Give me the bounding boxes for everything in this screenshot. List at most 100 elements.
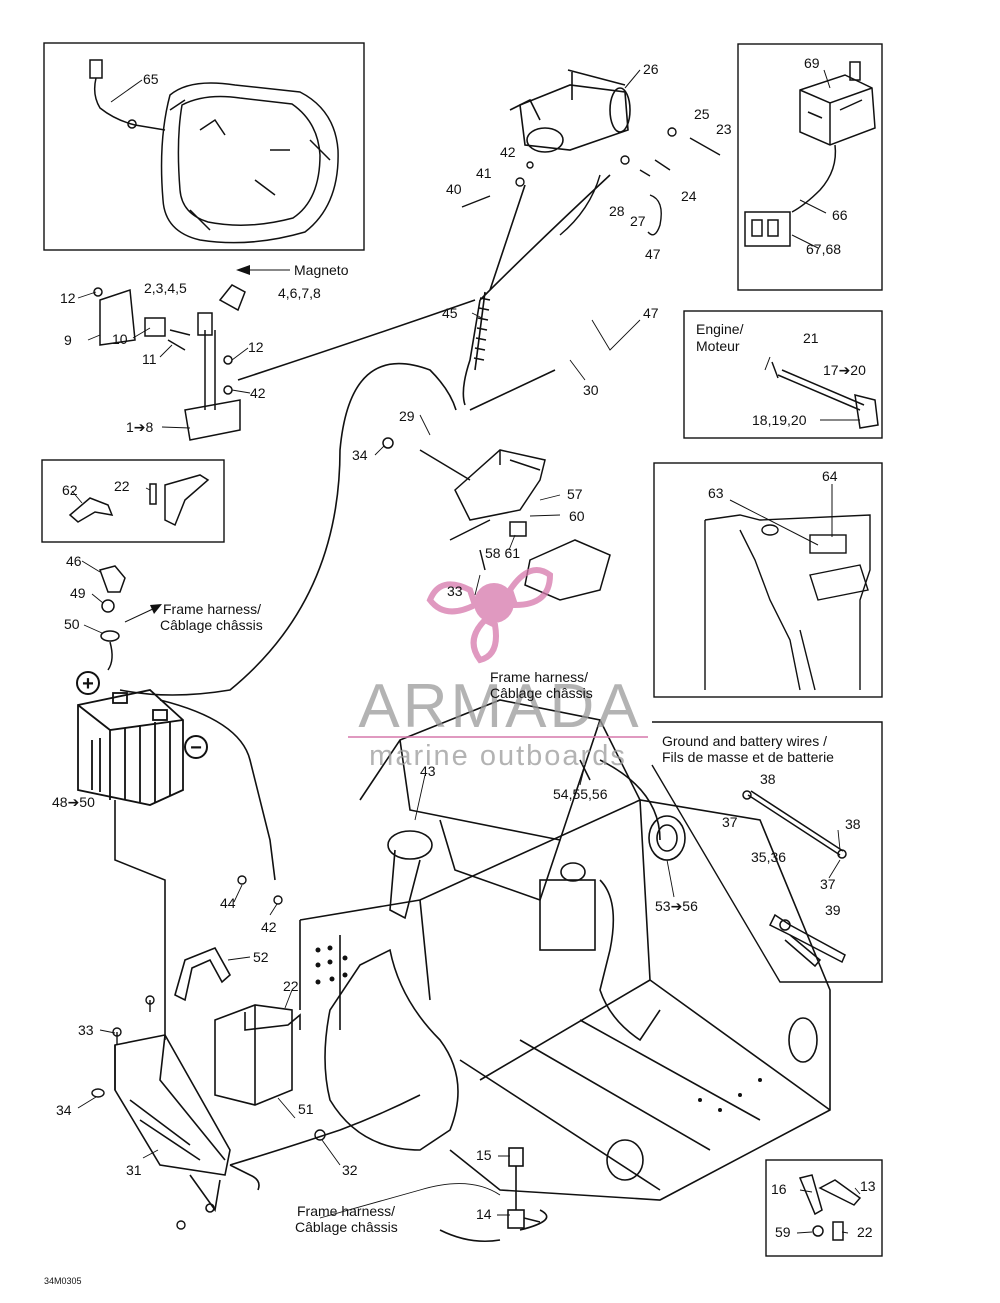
note-frame-harness-2b: Câblage châssis [490,685,593,701]
callout-57: 57 [567,486,583,502]
callout-30: 30 [583,382,599,398]
callout-43: 43 [420,763,436,779]
callout-42b: 42 [250,385,266,401]
inset-frame-tank [653,462,883,698]
callout-25: 25 [694,106,710,122]
callout-66: 66 [832,207,848,223]
note-frame-harness-2a: Câblage châssis [160,617,263,633]
callout-38a: 38 [760,771,776,787]
callout-40: 40 [446,181,462,197]
callout-51: 51 [298,1101,314,1117]
note-ground-1: Ground and battery wires / [662,733,827,749]
clip-62 [68,497,114,523]
callout-52: 52 [253,949,269,965]
callout-35-36: 35,36 [751,849,786,865]
callout-29: 29 [399,408,415,424]
spring-45 [473,291,491,371]
chassis-frame [299,699,831,1201]
callout-15: 15 [476,1147,492,1163]
callout-47b: 47 [643,305,659,321]
starter-motor-26 [509,69,631,153]
solenoid-bracket [93,284,246,441]
callout-17-20: 17➔20 [823,362,866,378]
callout-23: 23 [716,121,732,137]
callout-14: 14 [476,1206,492,1222]
callout-49: 49 [70,585,86,601]
callouts: 65 26 25 23 42 41 40 24 28 27 47 69 66 6… [52,55,876,1240]
callout-34a: 34 [352,447,368,463]
callout-21: 21 [803,330,819,346]
callout-2-3-4-5: 2,3,4,5 [144,280,187,296]
battery-cap-46 [99,565,126,671]
callout-4-6-7-8: 4,6,7,8 [278,285,321,301]
callout-42c: 42 [261,919,277,935]
note-magneto: Magneto [294,262,349,278]
callout-13: 13 [860,1178,876,1194]
callout-33a: 33 [447,583,463,599]
airbox-illustration [160,82,339,244]
note-engine-2: Moteur [696,338,740,354]
svg-text:−: − [190,737,202,759]
rectifier-69 [799,61,876,146]
bracket-57-60 [382,437,611,601]
battery-48-50 [77,689,184,806]
callout-24: 24 [681,188,697,204]
inset-frame-clips [41,459,225,543]
battery-cover-51 [214,1004,301,1106]
callout-38b: 38 [845,816,861,832]
watermark: ARMADA marine outboards [348,567,648,772]
inset-frame-airbox [43,42,365,251]
engine-wire-17-20 [771,361,879,429]
callout-50: 50 [64,616,80,632]
callout-53-56: 53➔56 [655,898,698,914]
callout-37b: 37 [820,876,836,892]
callout-18-19-20: 18,19,20 [752,412,807,428]
callout-11: 11 [142,351,157,367]
callout-42a: 42 [500,144,516,160]
callout-45: 45 [442,305,458,321]
inset-frame-engine-wire [683,310,883,439]
callout-54-55-56: 54,55,56 [553,786,608,802]
ground-wire-35-36 [742,790,847,859]
inset-frame-ties [765,1159,883,1257]
callout-10: 10 [112,331,128,347]
callout-9: 9 [64,332,72,348]
battery-tray-31 [114,1034,260,1213]
battery-negative-terminal: − [184,735,208,759]
battery-positive-terminal: + [76,671,100,695]
note-frame-harness-1a: Frame harness/ [163,601,261,617]
battery-strap-52 [174,946,232,1002]
tool-39 [768,913,846,968]
callout-33b: 33 [78,1022,94,1038]
note-frame-harness-2c: Câblage châssis [295,1219,398,1235]
propeller-icon [426,567,554,664]
inset-frame-rectifier [737,43,883,291]
callout-12b: 12 [248,339,264,355]
note-engine-1: Engine/ [696,321,744,337]
tank-outline [704,514,871,691]
callout-16: 16 [771,1181,787,1197]
callout-34b: 34 [56,1102,72,1118]
callout-63: 63 [708,485,724,501]
callout-41: 41 [476,165,492,181]
wiring-harness [114,174,661,1243]
callout-1-8: 1➔8 [126,419,154,435]
callout-39: 39 [825,902,841,918]
callout-64: 64 [822,468,838,484]
callout-26: 26 [643,61,659,77]
callout-27: 27 [630,213,646,229]
sensor-14-15 [507,1147,541,1229]
svg-text:+: + [82,673,94,695]
note-ground-2: Fils de masse et de batterie [662,749,834,765]
callout-28: 28 [609,203,625,219]
callout-12a: 12 [60,290,76,306]
callout-67-68: 67,68 [806,241,841,257]
callout-58-61: 58 61 [485,545,520,561]
fastener-set [798,1174,862,1241]
callout-47a: 47 [645,246,661,262]
leader-lines [71,291,861,1234]
note-frame-harness-1c: Frame harness/ [297,1203,395,1219]
connector-67-68 [744,144,837,247]
callout-32: 32 [342,1162,358,1178]
